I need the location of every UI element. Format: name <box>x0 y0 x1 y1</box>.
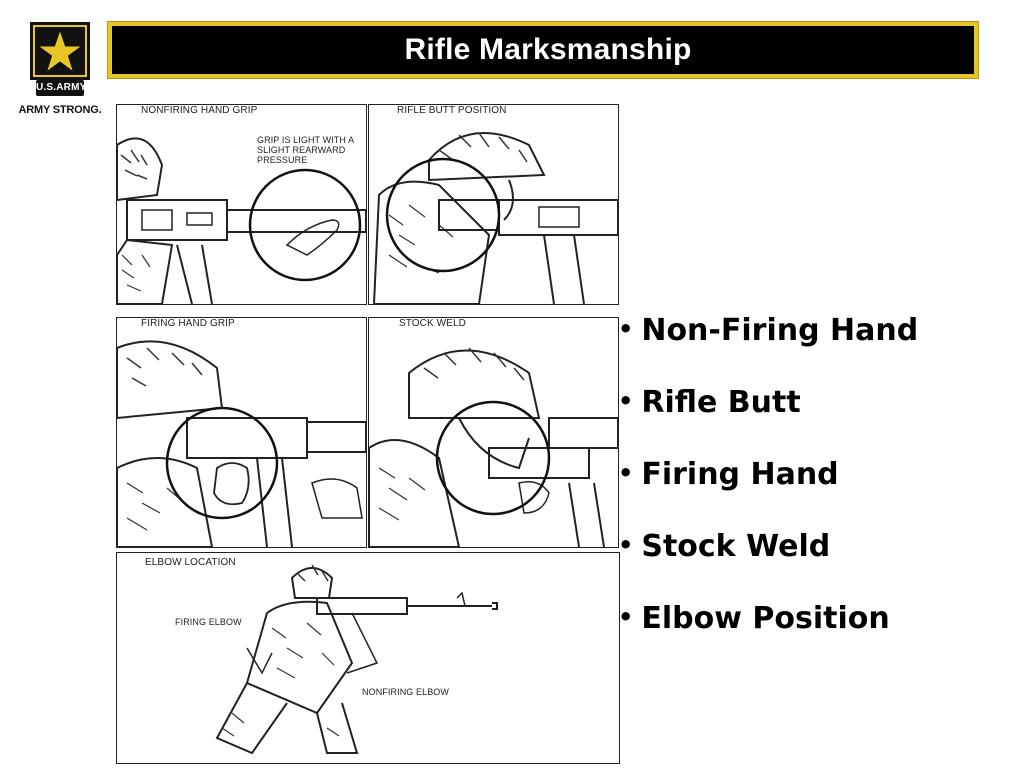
us-army-badge: U.S.ARMY <box>36 80 86 96</box>
panel-caption: STOCK WELD <box>399 318 466 329</box>
panel-rifle-butt-position: RIFLE BUTT POSITION <box>368 104 619 305</box>
firing-grip-illustration <box>117 340 366 547</box>
slide-title: Rifle Marksmanship <box>404 33 692 66</box>
army-strong-slogan: ARMY STRONG. <box>18 104 102 116</box>
panel-caption: FIRING HAND GRIP <box>141 318 235 329</box>
army-logo: U.S.ARMY ARMY STRONG. <box>8 18 108 128</box>
panel-note: GRIP IS LIGHT WITH A SLIGHT REARWARD PRE… <box>257 135 354 165</box>
nonfiring-elbow-label: NONFIRING ELBOW <box>362 687 450 697</box>
panel-caption: NONFIRING HAND GRIP <box>141 105 258 116</box>
panel-nonfiring-hand-grip: NONFIRING HAND GRIP GRIP IS LIGHT WITH A… <box>116 104 367 305</box>
panel-elbow-location: ELBOW LOCATION FIRING ELBOW NONFIRING EL… <box>116 552 620 764</box>
nonfiring-grip-illustration <box>117 137 366 304</box>
rifle-butt-illustration <box>372 132 618 304</box>
list-item: •Non-Firing Hand <box>618 313 919 348</box>
panel-caption: RIFLE BUTT POSITION <box>397 105 507 116</box>
bullet-icon: • <box>618 315 634 343</box>
list-item: •Stock Weld <box>618 529 831 564</box>
stock-weld-illustration <box>369 347 618 547</box>
list-item: •Firing Hand <box>618 457 839 492</box>
elbow-position-illustration <box>215 564 498 755</box>
bullet-list: •Non-Firing Hand •Rifle Butt •Firing Han… <box>618 305 1018 665</box>
list-item: •Rifle Butt <box>618 385 801 420</box>
bullet-icon: • <box>618 603 634 631</box>
bullet-icon: • <box>618 459 634 487</box>
panel-stock-weld: STOCK WELD <box>368 317 619 548</box>
panel-firing-hand-grip: FIRING HAND GRIP <box>116 317 367 548</box>
star-icon <box>30 22 90 80</box>
firing-elbow-label: FIRING ELBOW <box>175 617 242 627</box>
bullet-icon: • <box>618 531 634 559</box>
title-bar: Rifle Marksmanship <box>108 22 978 78</box>
panel-caption: ELBOW LOCATION <box>145 557 236 568</box>
list-item: •Elbow Position <box>618 601 890 636</box>
bullet-icon: • <box>618 387 634 415</box>
